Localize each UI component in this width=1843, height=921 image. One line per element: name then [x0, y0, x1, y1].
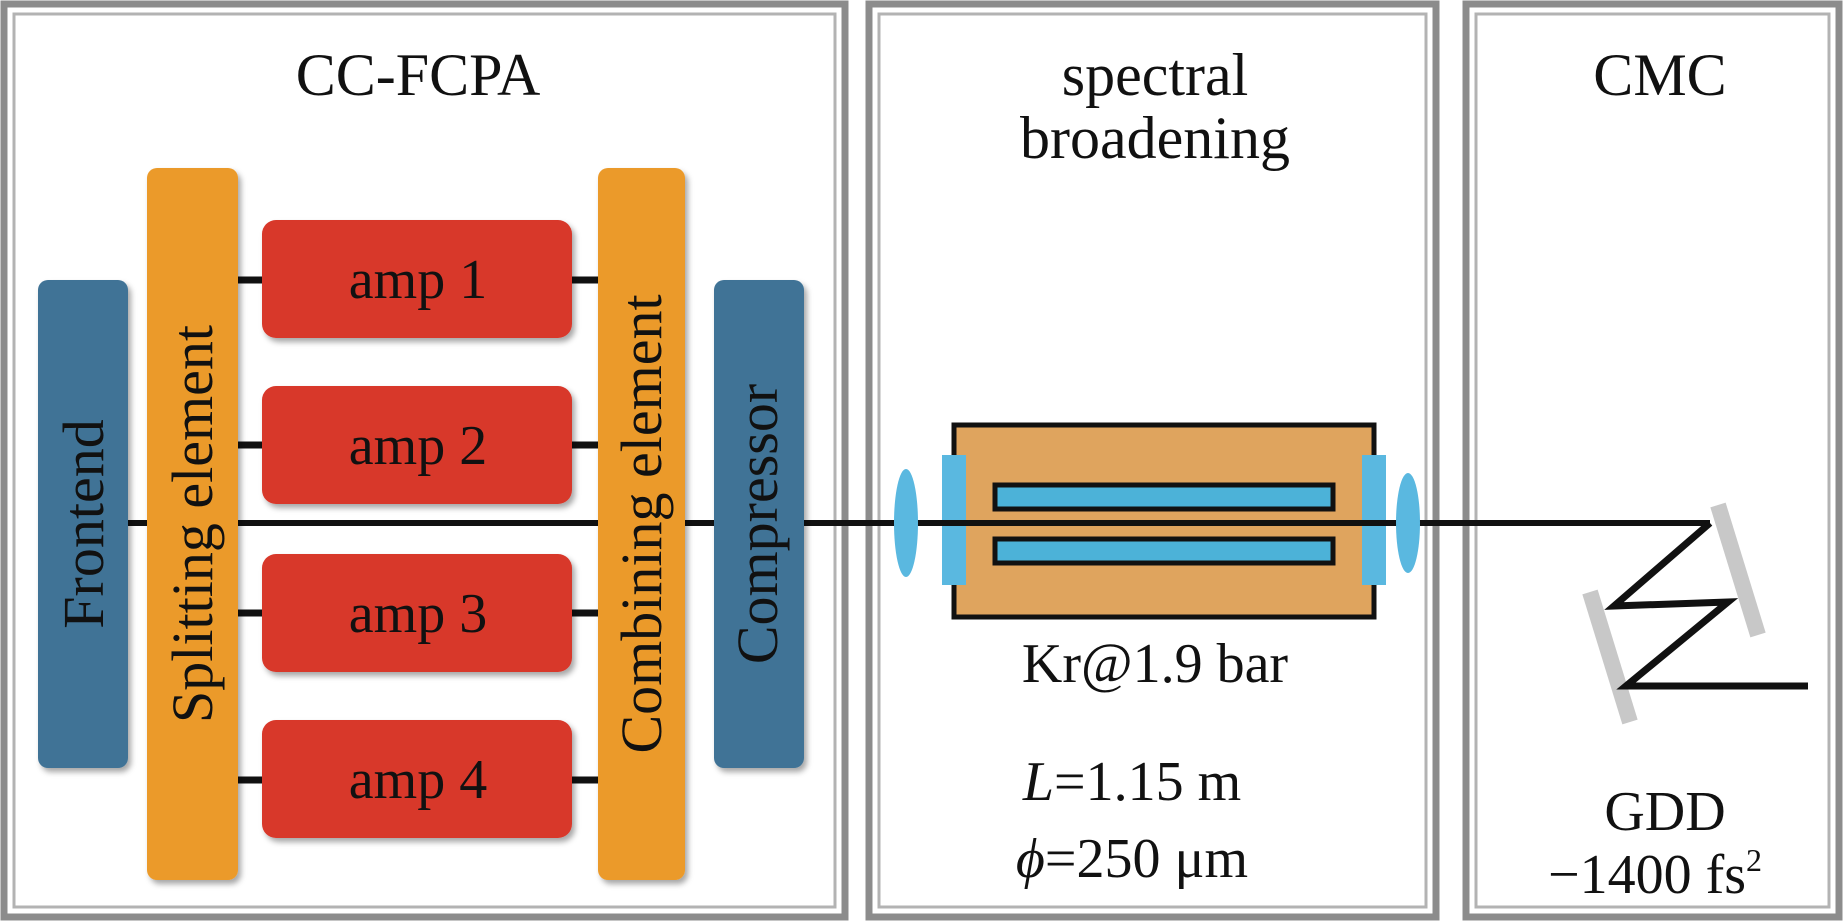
chirped-mirror-lower — [1582, 589, 1638, 725]
compressor-label: Compressor — [725, 384, 790, 664]
gas-pressure-label: Kr@1.9 bar — [1022, 633, 1289, 695]
compressor-block: Compressor — [714, 280, 804, 768]
gdd-value: −1400 fs2 — [1548, 842, 1762, 906]
fiber-diameter-label: ϕ=250 μm — [1016, 828, 1248, 890]
amp-label-3: amp 3 — [349, 583, 487, 645]
frontend-block: Frontend — [38, 280, 128, 768]
splitting-element-block: Splitting element — [147, 168, 238, 880]
splitting-element-label: Splitting element — [160, 325, 225, 723]
amp-label-1: amp 1 — [349, 249, 487, 311]
amp-block-1: amp 1 — [262, 220, 572, 338]
section-title-cmc: CMC — [1593, 42, 1726, 108]
amp-block-2: amp 2 — [262, 386, 572, 504]
combining-element-label: Combining element — [609, 294, 674, 753]
fiber-length-label: L=1.15 m — [1022, 751, 1241, 813]
gdd-label: GDD — [1604, 781, 1725, 843]
chirped-mirror-upper — [1710, 502, 1766, 638]
amp-block-3: amp 3 — [262, 554, 572, 672]
chirped-mirror-compressor — [1582, 502, 1808, 725]
amp-block-4: amp 4 — [262, 720, 572, 838]
beam-zigzag — [1604, 520, 1808, 690]
lens-left — [894, 469, 918, 577]
capillary-lower — [992, 536, 1336, 566]
combining-element-block: Combining element — [598, 168, 685, 880]
capillary-upper — [992, 482, 1336, 512]
amp-label-2: amp 2 — [349, 415, 487, 477]
frontend-label: Frontend — [51, 419, 116, 628]
section-title-broadening-line2: broadening — [1020, 105, 1290, 171]
section-title-ccfcpa: CC-FCPA — [296, 42, 541, 108]
amp-connectors — [235, 276, 600, 784]
section-title-broadening-line1: spectral — [1062, 42, 1249, 108]
amp-label-4: amp 4 — [349, 749, 487, 811]
lens-right — [1396, 473, 1420, 573]
panel-cmc — [1462, 0, 1843, 921]
